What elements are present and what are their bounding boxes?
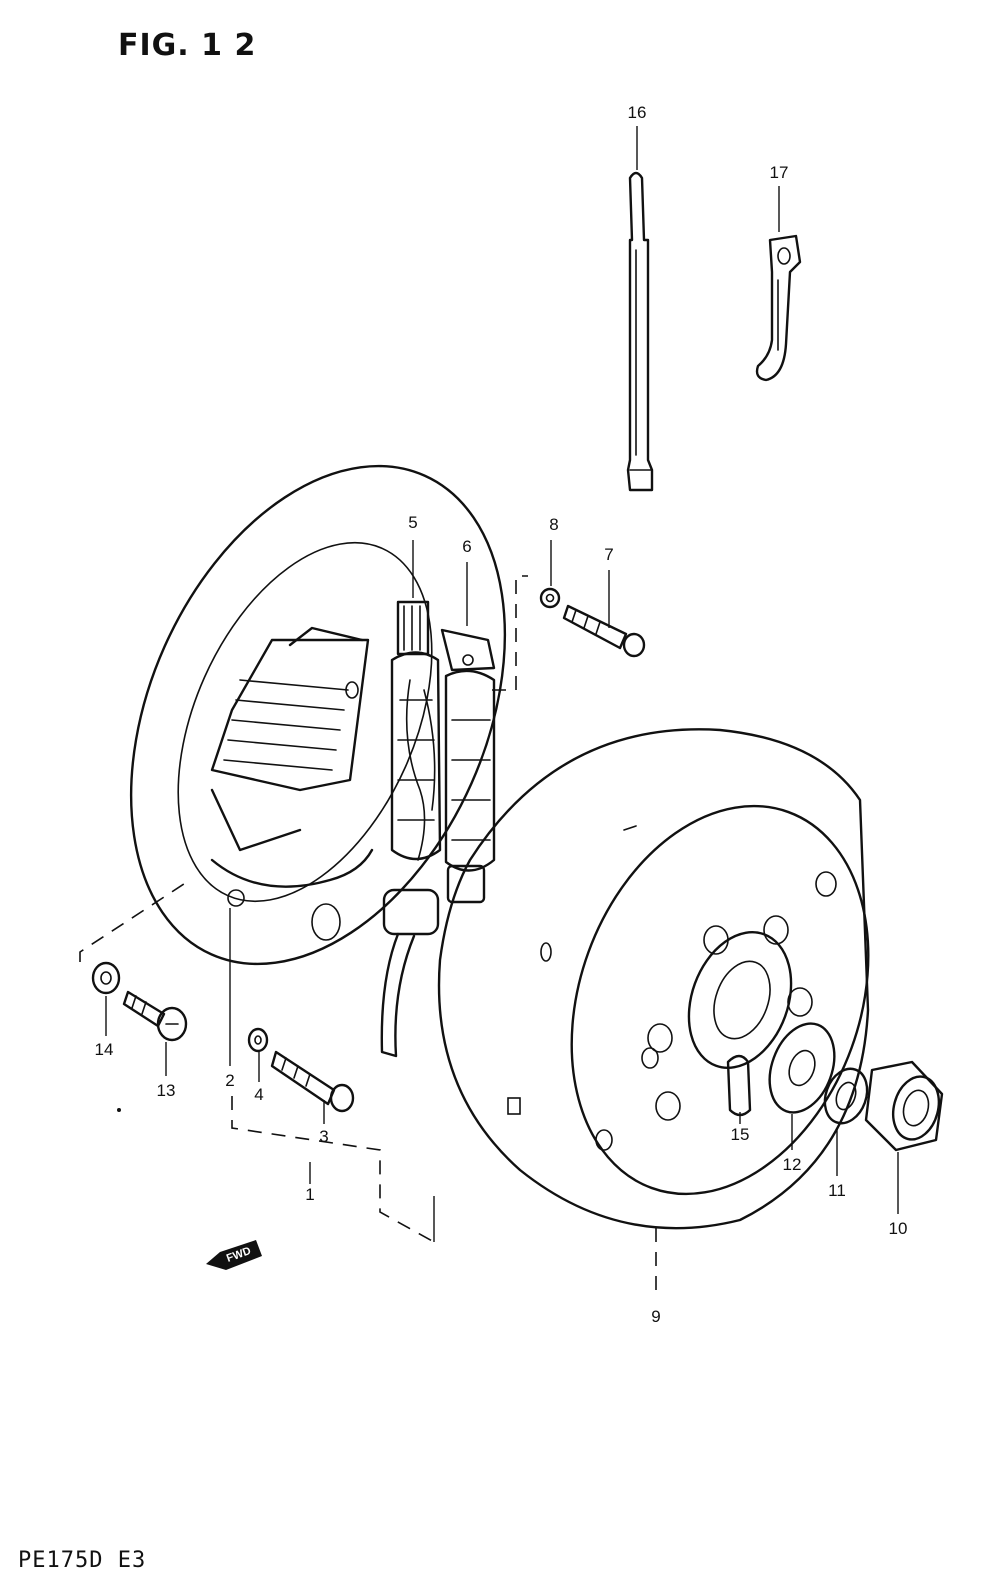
part-16-rod[interactable] (626, 171, 654, 492)
part-14-washer[interactable] (91, 961, 121, 995)
stator-base-plate[interactable] (58, 407, 578, 1022)
part-5-coil[interactable] (390, 600, 442, 861)
part-10-nut[interactable] (864, 1060, 946, 1152)
callout-16: 16 (628, 103, 647, 122)
part-6-coil[interactable] (440, 628, 496, 904)
alignment-line-left (79, 879, 191, 962)
callout-8: 8 (549, 515, 558, 534)
callout-2: 2 (225, 1071, 234, 1090)
callout-5: 5 (408, 513, 417, 532)
part-3-screw[interactable] (270, 1050, 355, 1113)
callout-13: 13 (157, 1081, 176, 1100)
part-4-washer[interactable] (247, 1027, 269, 1053)
callout-4: 4 (254, 1085, 263, 1104)
fwd-arrow-icon: FWD (206, 1240, 262, 1270)
callout-3: 3 (319, 1127, 328, 1146)
part-9-flywheel-rotor[interactable] (437, 728, 920, 1235)
assembly-bracket-1 (231, 1096, 435, 1243)
part-8-washer[interactable] (539, 587, 561, 609)
wiring-harness[interactable] (380, 679, 440, 1058)
callout-10: 10 (889, 1219, 908, 1238)
part-13-screw[interactable] (122, 990, 188, 1042)
part-15-key[interactable] (726, 1054, 752, 1117)
part-17-bracket[interactable] (755, 234, 802, 382)
callout-1: 1 (305, 1185, 314, 1204)
callout-7: 7 (604, 545, 613, 564)
callout-6: 6 (462, 537, 471, 556)
stray-dot (117, 1108, 121, 1112)
callout-14: 14 (95, 1040, 114, 1059)
part-12-washer[interactable] (758, 1015, 846, 1122)
model-code: PE175D E3 (18, 1548, 147, 1573)
callout-17: 17 (770, 163, 789, 182)
callout-11: 11 (828, 1181, 846, 1200)
part-7-screw[interactable] (562, 604, 646, 658)
alignment-line-upper (492, 575, 528, 691)
callout-12: 12 (783, 1155, 802, 1174)
part-2-lighting-coil[interactable] (210, 626, 370, 852)
part-11-lock-washer[interactable] (818, 1063, 875, 1129)
figure-title: FIG. 1 2 (118, 28, 257, 63)
callout-9: 9 (651, 1307, 660, 1326)
callout-15: 15 (731, 1125, 750, 1144)
